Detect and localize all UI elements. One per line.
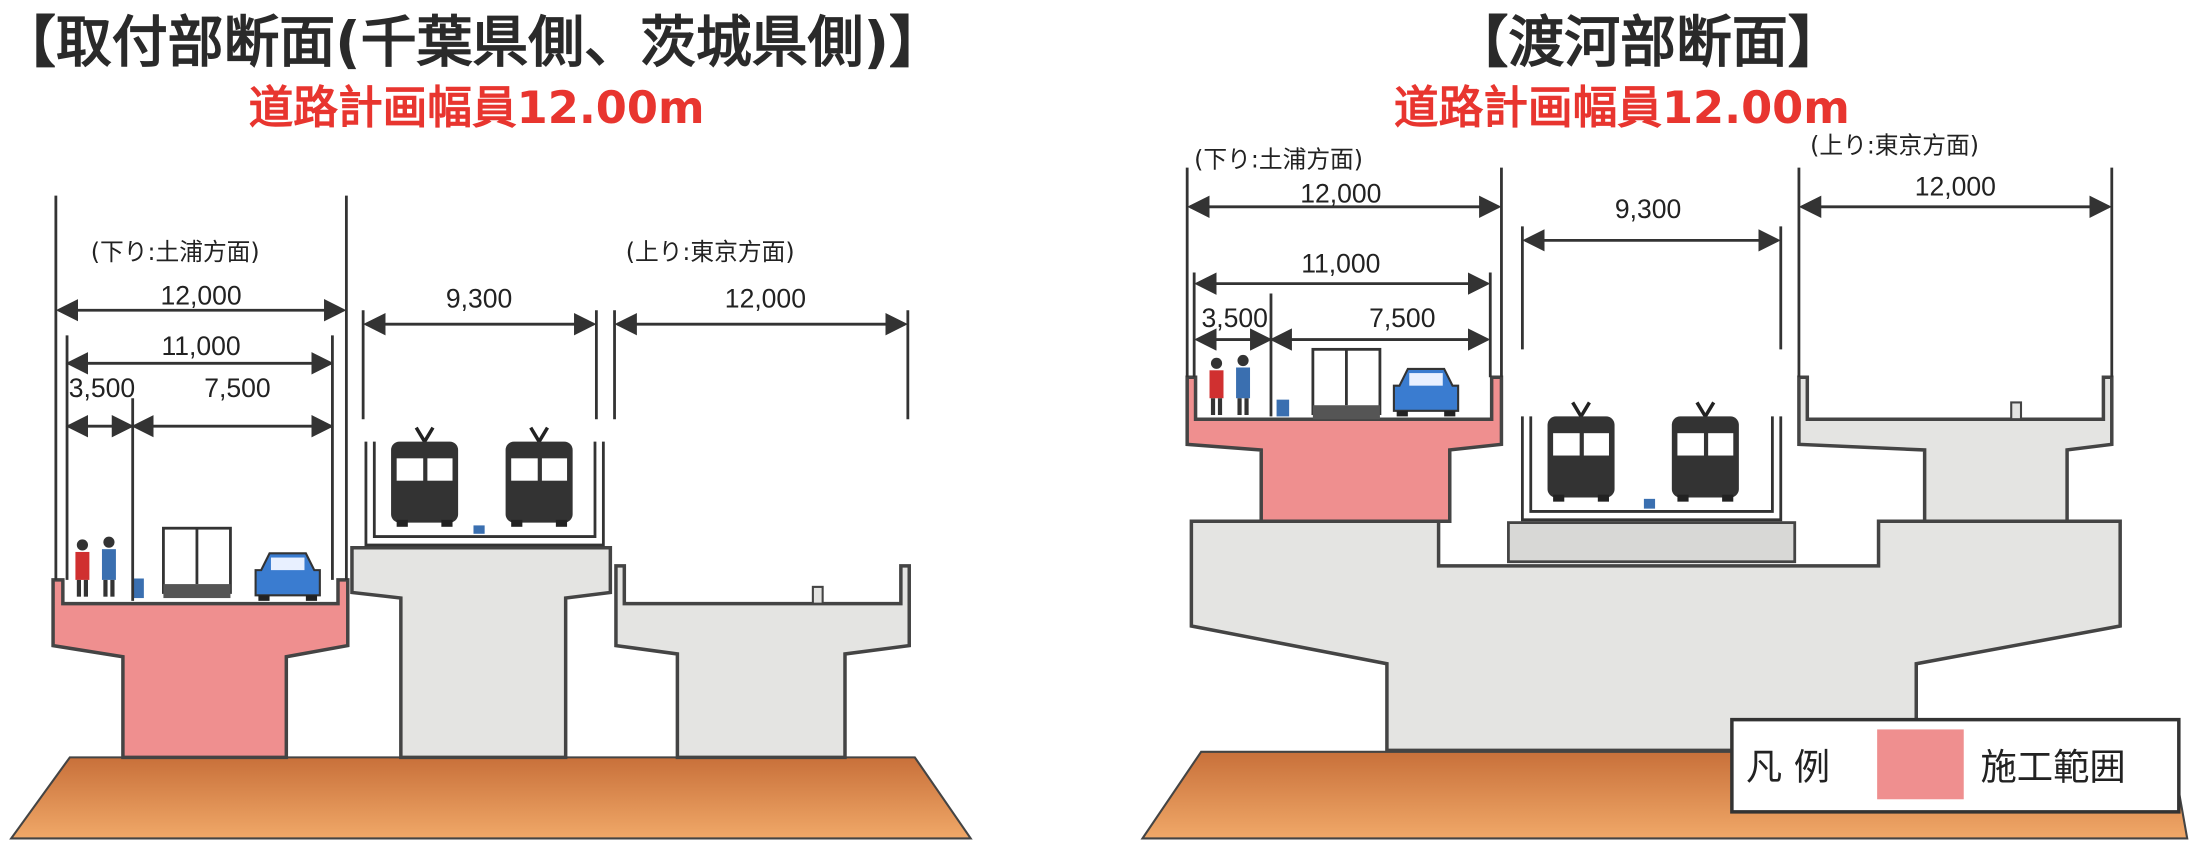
- rail-base-slab: [1507, 521, 1797, 564]
- train-icon: [1545, 400, 1617, 504]
- bollard: [1276, 399, 1290, 417]
- dimensions-right: (下り:土浦方面) 12,000 11,000 3,500 7,500 9,30…: [1185, 132, 2114, 417]
- right-subtitle: 道路計画幅員12.00m: [1394, 82, 1850, 134]
- dim-road: 11,000: [162, 331, 241, 361]
- dim-rail: 9,300: [1615, 194, 1681, 224]
- dimensions-left: (下り:土浦方面) 12,000 11,000 3,500 7,500 9,30…: [54, 195, 910, 601]
- pedestrian-icon: [75, 536, 116, 597]
- rail-trough: [1520, 416, 1783, 522]
- rail-equipment: [473, 525, 485, 534]
- truck-icon: [1311, 347, 1382, 421]
- train-icon: [503, 425, 575, 529]
- dim-total-up: 12,000: [1915, 172, 1996, 202]
- dim-rail: 9,300: [446, 283, 512, 313]
- pedestrian-icon: [1209, 354, 1251, 416]
- down-direction-label: (下り:土浦方面): [1194, 146, 1363, 174]
- legend-label: 凡 例: [1746, 746, 1830, 789]
- bollard: [132, 578, 144, 599]
- legend-item-construction: 施工範囲: [1980, 746, 2125, 789]
- down-direction-label: (下り:土浦方面): [91, 238, 260, 266]
- train-icon: [1670, 400, 1741, 504]
- dim-total-down: 12,000: [161, 281, 242, 311]
- train-icon: [389, 425, 460, 529]
- dim-sidewalk: 3,500: [1201, 303, 1267, 333]
- car-icon: [1392, 367, 1460, 418]
- up-deck: [614, 564, 911, 760]
- up-direction-label: (上り:東京方面): [626, 238, 795, 266]
- up-deck: [1797, 375, 2114, 523]
- right-title: 【渡河部断面】: [1453, 10, 1844, 75]
- dim-road: 11,000: [1301, 248, 1380, 278]
- river-footing: [1189, 519, 2122, 753]
- median-curb: [2010, 401, 2023, 421]
- ground: [9, 756, 973, 840]
- legend: 凡 例 施工範囲: [1730, 717, 2181, 814]
- rail-trough: [364, 441, 605, 547]
- dim-carriageway: 7,500: [1369, 303, 1435, 333]
- rail-viaduct-pier: [350, 546, 613, 760]
- left-subtitle: 道路計画幅員12.00m: [249, 82, 705, 134]
- median-curb: [811, 585, 824, 605]
- legend-swatch-construction: [1877, 729, 1964, 800]
- left-title: 【取付部断面(千葉県側、茨城県側)】: [0, 10, 945, 75]
- car-icon: [254, 552, 321, 602]
- down-deck-construction: [1185, 375, 1504, 523]
- truck-icon: [162, 526, 232, 600]
- dim-sidewalk: 3,500: [69, 373, 135, 403]
- dim-carriageway: 7,500: [204, 373, 270, 403]
- left-section: 【取付部断面(千葉県側、茨城県側)】 道路計画幅員12.00m (下り:土浦方面…: [0, 10, 973, 840]
- up-direction-label: (上り:東京方面): [1810, 132, 1979, 160]
- down-deck-construction: [51, 578, 350, 760]
- rail-equipment: [1643, 498, 1656, 509]
- right-section: 【渡河部断面】 道路計画幅員12.00m (下り:土浦方面) 12,000 11…: [1140, 10, 2189, 840]
- dim-total-down: 12,000: [1300, 179, 1381, 209]
- dim-total-up: 12,000: [725, 283, 806, 313]
